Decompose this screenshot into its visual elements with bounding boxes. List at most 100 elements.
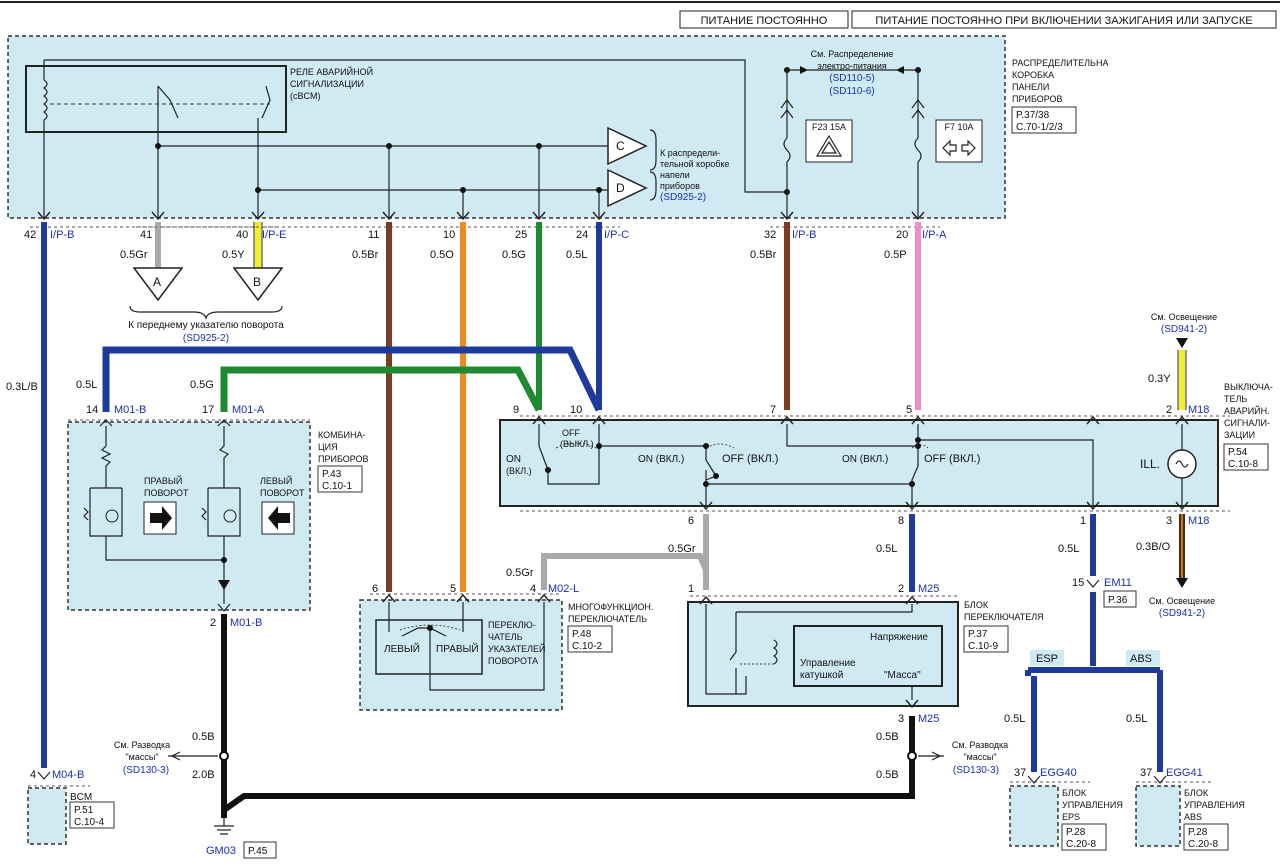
wire-blue-split [1025,592,1163,676]
switch-on-right: ON (ВКЛ.) [842,454,888,465]
esp-tag: ESP [1036,653,1058,665]
abs-tag: ABS [1130,653,1152,665]
fuse-f7-wire [914,70,922,218]
switch-off-right: OFF (ВКЛ.) [924,453,980,465]
abs-ref-1: P.28 [1188,827,1208,838]
switch-label-5: ЗАЦИИ [1224,430,1255,440]
switch-label-1: ВЫКЛЮЧА- [1224,382,1273,392]
junction-box-label-2: КОРОБКА [1012,70,1054,80]
switch-ref [1223,443,1269,471]
ground-gm03-ref: P.45 [248,846,268,857]
switch-ref-1: P.54 [1228,447,1248,458]
pin-20: 20 [896,229,908,241]
to-dist-3: напели [660,170,690,180]
switch-pin2: 2 [1166,404,1172,416]
wire-label-05b-a: 0.5B [192,731,215,743]
bcm-panel [27,787,67,845]
pin-10: 10 [443,229,455,241]
mf-desc-4: ПОВОРОТА [488,656,538,666]
mf-label-2: ПЕРЕКЛЮЧАТЕЛЬ [568,614,647,624]
left-turn-1: ЛЕВЫЙ [260,475,292,486]
esp-tag-bg [1030,650,1064,666]
esp-label-3: EPS [1062,812,1080,822]
su-internals [705,604,913,695]
cluster-ref [317,465,363,493]
ground-right-2: "массы" [963,752,996,762]
su-inner-box [793,625,943,687]
switch-label-2: ТЕЛЬ [1224,394,1247,404]
su-coil-1: Управление [800,658,856,669]
hazard-icon [815,134,843,157]
to-dist-1: К распредели- [660,148,720,158]
abs-label-2: УПРАВЛЕНИЯ [1184,800,1245,810]
su-mass: "Масса" [884,670,921,681]
switch-pin5: 5 [906,404,912,416]
ground-ref-right-arrow [918,751,944,761]
wire-blue-cluster [102,346,603,412]
fuse-f7-box [935,119,983,163]
see-power-sd2: (SD110-6) [829,86,874,97]
connector-b-label: B [253,275,261,289]
abs-label-1: БЛОК [1184,788,1209,798]
em11-marker [1086,579,1100,588]
abs-pin: 37 [1140,767,1152,779]
connector-a-label: A [153,275,161,289]
wire-label-05o: 0.5O [430,249,454,261]
su-ref-1: P.37 [968,629,988,640]
ground-splice-left [219,751,229,761]
mf-desc-3: УКАЗАТЕЛЕЙ [488,643,545,654]
su-coil [772,639,778,665]
switch-pin-markers [532,415,1189,511]
front-turn-label: К переднему указателю поворота [128,320,284,331]
pin-25: 25 [515,229,527,241]
connector-brace [649,129,657,201]
junction-box-ref-2: C.70-1/2/3 [1016,122,1063,133]
connector-c [607,126,648,166]
to-dist-2: тельной коробке [660,159,729,169]
cluster-resistors [83,507,207,521]
switch-pin2-conn: M18 [1188,404,1209,416]
em11-ref-box [1103,590,1137,608]
mf-label-1: МНОГОФУНКЦИОН. [568,602,653,612]
cluster-diode [218,580,230,590]
left-turn-2: ПОВОРОТ [260,488,305,498]
ground-right-sd: (SD130-3) [953,765,999,776]
jb-node-1 [155,143,161,149]
mf-ref-2: C.10-2 [572,641,602,652]
header-constant: ПИТАНИЕ ПОСТОЯННО [701,15,828,27]
mf-internals [388,602,545,691]
wire-label-05g: 0.5G [502,249,526,261]
jb-pin-markers [37,211,925,221]
right-arrow-icon [150,506,172,530]
jb-wire-top [44,59,787,193]
bcm-label: BCM [70,792,92,803]
wire-label-05gr-b: 0.5Gr [668,543,696,555]
wire-label-05l-abs: 0.5L [1126,713,1147,725]
abs-ref-2: C.20-8 [1188,839,1218,850]
switch-pin8: 8 [898,515,904,527]
pin-24: 24 [576,229,588,241]
right-turn-led [105,509,119,523]
relay-label-1: РЕЛЕ АВАРИЙНОЙ [290,66,373,77]
abs-ref [1183,823,1229,851]
fuse-f7-marks [911,99,925,119]
bcm-ref [69,801,115,829]
switch-pin3-conn: M18 [1188,515,1209,527]
see-power-2: электро-питания [817,61,887,71]
pin-40: 40 [236,229,248,241]
mf-pin-markers [382,593,551,603]
ground-ref-left-arrow [168,751,218,761]
wire-label-05p: 0.5P [884,249,907,261]
cluster-common [105,536,224,561]
wire-label-05g-b: 0.5G [190,379,214,391]
wire-label-05l-c: 0.5L [876,543,897,555]
mf-right: ПРАВЫЙ [436,642,479,655]
switch-off-1: OFF [562,428,580,438]
mf-pin6: 6 [372,583,378,595]
right-turn-1: ПРАВЫЙ [144,475,182,486]
relay-label-3: (cBCM) [290,91,321,101]
cluster-pin2-conn: M01-B [230,617,262,629]
jb-node-2 [386,143,392,149]
see-light-2: См. Освещение [1149,596,1215,606]
wire-label-05b-b: 0.5B [876,731,899,743]
